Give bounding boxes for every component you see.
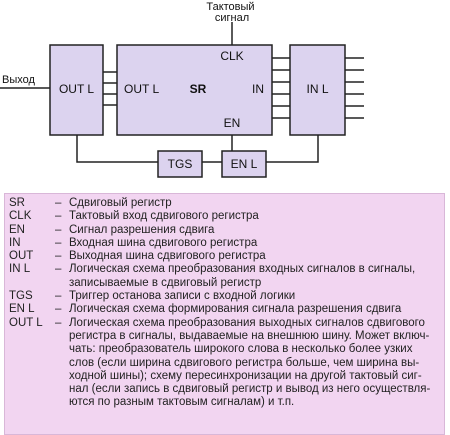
inl-block: IN L [289,44,346,136]
legend-dash: – [55,303,62,316]
clock-signal-label: Тактовый сигнал [206,1,257,24]
legend-description: Триггер останова записи с входной логики [69,290,440,303]
legend-description: Сигнал разрешения сдвига [69,224,440,237]
legend-row: TGS –Триггер останова записи с входной ло… [9,290,440,303]
legend-description-line: ются по разным тактовым сигналам) и т.п. [69,396,295,409]
legend-description-line: слов (если ширина сдвигового регистра бо… [69,356,420,369]
legend-dash: – [55,316,62,329]
inl-block-label: IN L [306,82,328,96]
legend-description-line: Триггер останова записи с входной логики [69,290,296,303]
tgs-block-label: TGS [168,157,193,171]
legend-description-line: Логическая схема формирования сигнала ра… [69,303,402,316]
legend-dash: – [55,210,62,223]
legend-row: EN L –Логическая схема формирования сигна… [9,303,440,316]
legend-row: IN –Входная шина сдвигового регистра [9,237,440,250]
enl-block: EN L [221,150,267,178]
legend-dash: – [55,223,62,236]
legend-description-line: записываемые в сдвиговый регистр [69,276,262,289]
legend-description: Логическая схема формирования сигнала ра… [69,303,440,316]
sr-block: OUT L SR CLK IN EN [116,44,273,136]
legend-abbr: CLK [9,210,32,223]
clock-signal-label-line: сигнал [215,12,249,24]
legend-description-line: ходной шины); схему пересинхронизации на… [69,369,422,382]
legend-row: IN L –Логическая схема преобразования вхо… [9,263,440,290]
outl-block: OUT L [49,44,104,136]
clk-port-label: CLK [220,49,243,63]
legend-description-line: Выходная шина сдвигового регистра [69,250,266,263]
legend-row: EN –Сигнал разрешения сдвига [9,224,440,237]
legend-description-line: чать: преобразователь широкого слова в н… [69,343,413,356]
legend-dash: – [55,250,62,263]
tgs-block: TGS [157,150,203,178]
legend-abbr: OUT L [9,316,43,329]
legend-description: Логическая схема преобразования выходных… [69,317,440,410]
legend-description-line: Логическая схема преобразования входных … [69,263,416,276]
legend-abbr: EN [9,223,25,236]
legend-description-line: Входная шина сдвигового регистра [69,236,258,249]
legend-abbr: IN L [9,263,31,276]
legend-description: Входная шина сдвигового регистра [69,237,440,250]
legend-row: OUT –Выходная шина сдвигового регистра [9,250,440,263]
enl-block-label: EN L [231,157,258,171]
legend-row: OUT L–Логическая схема преобразования вы… [9,317,440,410]
clock-signal-label-line: Тактовый [206,1,254,13]
en-port-label: EN [224,116,241,130]
legend-dash: – [55,263,62,276]
outl-control-wire [76,135,158,163]
legend-description: Сдвиговый регистр [69,197,440,210]
legend-description-line: нал (если запись в сдвиговый регистр и в… [69,383,431,396]
legend-description: Выходная шина сдвигового регистра [69,250,440,263]
legend-dash: – [55,290,62,303]
in-port-label: IN [252,82,264,96]
legend-abbr: OUT [9,250,34,263]
legend-description: Тактовый вход сдвигового регистра [69,210,440,223]
inl-control-wire [266,135,319,163]
legend-abbr: TGS [9,290,33,303]
legend-dash: – [55,236,62,249]
legend-row: SR –Сдвиговый регистр [9,197,440,210]
legend-description-line: Тактовый вход сдвигового регистра [69,210,259,223]
legend-description-line: Сдвиговый регистр [69,197,172,209]
legend-description-line: Логическая схема преобразования выходных… [69,316,425,329]
legend-description-line: регистра в сигналы, выдаваемые на внешню… [69,329,430,342]
legend-row: CLK –Тактовый вход сдвигового регистра [9,210,440,223]
legend-description-line: Сигнал разрешения сдвига [69,223,215,236]
sr-out-port-label: OUT L [124,82,159,96]
legend-abbr: SR [9,197,25,209]
sr-block-label: SR [190,82,207,96]
legend-dash: – [55,197,62,209]
block-diagram: OUT L OUT L SR CLK IN EN IN L TGS EN L Т… [0,1,364,178]
legend-abbr: EN L [9,303,35,316]
legend-abbr: IN [9,236,21,249]
legend-description: Логическая схема преобразования входных … [69,263,440,290]
outl-block-label: OUT L [59,82,94,96]
output-label: Выход [2,74,35,86]
